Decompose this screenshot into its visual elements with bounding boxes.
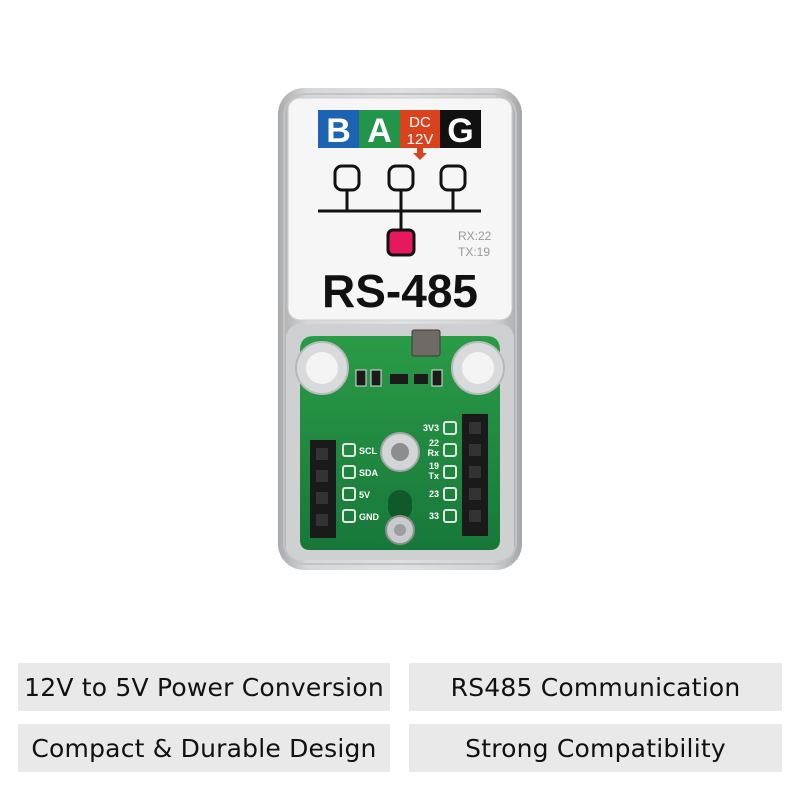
pin-label-5v: 5V	[359, 490, 370, 500]
pin-label-gnd: GND	[359, 512, 380, 522]
rs485-bus-diagram	[318, 164, 481, 230]
pin-label-19: 19	[429, 461, 439, 471]
mounting-hole-right	[451, 341, 505, 395]
right-pin-header	[462, 414, 488, 536]
tx-pin-label: TX:19	[458, 245, 490, 259]
dc-bottom-text: 12V	[407, 131, 434, 148]
master-node-icon	[386, 228, 416, 257]
letter-b: B	[326, 112, 351, 150]
right-pads	[443, 421, 457, 523]
module-title: RS-485	[322, 265, 478, 317]
pin-label-tx: Tx	[428, 471, 439, 481]
pin-label-scl: SCL	[359, 446, 378, 456]
rx-pin-label: RX:22	[458, 229, 492, 243]
letter-a-block	[359, 110, 400, 148]
letter-g: G	[447, 112, 473, 150]
feature-compact-design: Compact & Durable Design	[18, 724, 390, 772]
feature-rs485-communication: RS485 Communication	[409, 663, 782, 711]
pin-label-rx: Rx	[427, 448, 439, 458]
pin-label-33: 33	[429, 511, 439, 521]
smd-components	[330, 330, 443, 387]
pin-label-3v3: 3V3	[423, 423, 439, 433]
rs485-module-photo: B A DC 12V G RX:22 TX:19 RS-485	[278, 88, 522, 570]
left-pin-header	[310, 440, 336, 538]
feature-compatibility: Strong Compatibility	[409, 724, 782, 772]
left-pads	[342, 443, 356, 523]
letter-b-block	[318, 110, 359, 148]
screw-slot	[388, 490, 412, 520]
dc-block	[400, 110, 440, 148]
dc-top-text: DC	[409, 114, 431, 131]
letter-g-block	[440, 110, 481, 148]
pin-label-23: 23	[429, 489, 439, 499]
power-arrow-icon	[413, 148, 427, 160]
letter-a: A	[367, 112, 392, 150]
feature-power-conversion: 12V to 5V Power Conversion	[18, 663, 390, 711]
pin-label-22: 22	[429, 438, 439, 448]
mounting-hole-left	[295, 341, 349, 395]
pin-label-sda: SDA	[359, 468, 379, 478]
regulator-chip	[411, 329, 441, 357]
